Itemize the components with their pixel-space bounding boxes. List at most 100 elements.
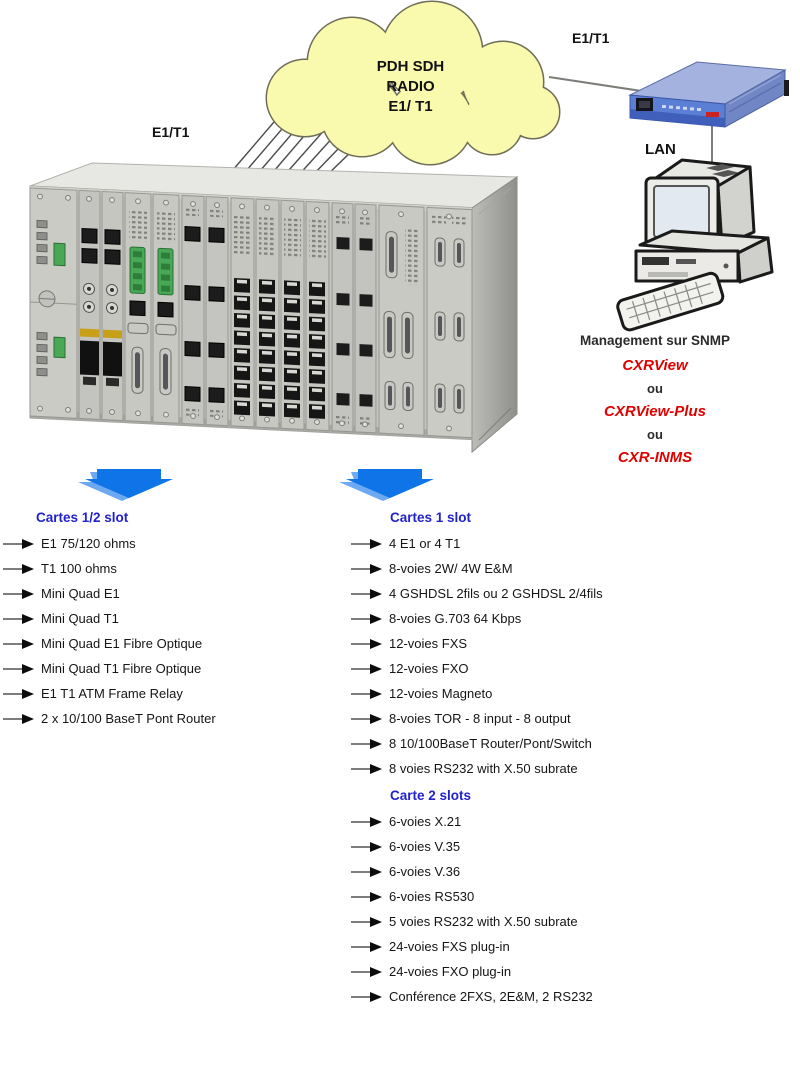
list-item-label: Conférence 2FXS, 2E&M, 2 RS232 xyxy=(389,988,593,1004)
list-item: 5 voies RS232 with X.50 subrate xyxy=(350,909,603,934)
bullet-arrow-icon xyxy=(3,663,34,674)
bullet-arrow-icon xyxy=(351,816,382,827)
e1t1-trunk-lines xyxy=(225,107,385,179)
list-item: 24-voies FXO plug-in xyxy=(350,959,603,984)
list-item-label: E1 T1 ATM Frame Relay xyxy=(41,685,183,701)
list-item-label: E1 75/120 ohms xyxy=(41,535,136,551)
list-item: 8-voies TOR - 8 input - 8 output xyxy=(350,706,603,731)
management-ou-2: ou xyxy=(647,427,663,442)
list-item-label: 4 E1 or 4 T1 xyxy=(389,535,461,551)
down-arrow-right xyxy=(339,469,434,501)
list-item-label: Mini Quad T1 Fibre Optique xyxy=(41,660,202,676)
list-item: Mini Quad T1 Fibre Optique xyxy=(2,656,216,681)
list-item-label: 24-voies FXO plug-in xyxy=(389,963,512,979)
list-item-label: 8-voies 2W/ 4W E&M xyxy=(389,560,513,576)
list-item-label: 6-voies V.36 xyxy=(389,863,461,879)
e1t1-label-modem: E1/T1 xyxy=(572,30,610,46)
bullet-arrow-icon xyxy=(351,763,382,774)
management-ou-1: ou xyxy=(647,381,663,396)
list-item: 12-voies FXS xyxy=(350,631,603,656)
list-item: 12-voies FXO xyxy=(350,656,603,681)
list-item: 8 voies RS232 with X.50 subrate xyxy=(350,756,603,781)
list-item-label: 12-voies FXS xyxy=(389,635,468,651)
e1t1-modem-line xyxy=(548,76,649,93)
bullet-arrow-icon xyxy=(3,713,34,724)
list-item-label: 4 GSHDSL 2fils ou 2 GSHDSL 2/4fils xyxy=(389,585,603,601)
modem-illustration xyxy=(628,61,789,128)
list-item-label: 2 x 10/100 BaseT Pont Router xyxy=(41,710,216,726)
list-item-label: Mini Quad E1 xyxy=(41,585,120,601)
list-item: 6-voies V.36 xyxy=(350,859,603,884)
list-item-label: 6-voies V.35 xyxy=(389,838,461,854)
bullet-arrow-icon xyxy=(351,713,382,724)
list-item-label: 8-voies G.703 64 Kbps xyxy=(389,610,522,626)
cloud-line-3: E1/ T1 xyxy=(388,98,433,115)
half-slot-items: E1 75/120 ohms T1 100 ohms Mini Quad E1 xyxy=(2,531,216,731)
list-item-label: 24-voies FXS plug-in xyxy=(389,938,510,954)
bullet-arrow-icon xyxy=(3,588,34,599)
bullet-arrow-icon xyxy=(351,538,382,549)
list-item-label: 12-voies Magneto xyxy=(389,685,493,701)
e1t1-label-cloud: E1/T1 xyxy=(152,124,190,140)
management-title: Management sur SNMP xyxy=(579,333,731,348)
cloud-line-2: RADIO xyxy=(386,78,435,95)
list-item-label: 8 voies RS232 with X.50 subrate xyxy=(389,760,578,776)
management-option-cxrview-plus: CXRView-Plus xyxy=(604,403,706,420)
one-slot-items: 4 E1 or 4 T1 8-voies 2W/ 4W E&M 4 GSHDSL… xyxy=(350,531,603,781)
computer-illustration xyxy=(616,158,774,332)
bullet-arrow-icon xyxy=(3,688,34,699)
list-item: Mini Quad T1 xyxy=(2,606,216,631)
bullet-arrow-icon xyxy=(351,738,382,749)
list-item: 2 x 10/100 BaseT Pont Router xyxy=(2,706,216,731)
bullet-arrow-icon xyxy=(351,991,382,1002)
bullet-arrow-icon xyxy=(351,688,382,699)
card-list-half-slot: Cartes 1/2 slot E1 75/120 ohms T1 100 oh… xyxy=(2,507,216,731)
list-item: 24-voies FXS plug-in xyxy=(350,934,603,959)
list-item: 12-voies Magneto xyxy=(350,681,603,706)
lan-label: LAN xyxy=(645,141,676,158)
management-option-cxrview: CXRView xyxy=(622,357,688,374)
list-item: 6-voies X.21 xyxy=(350,809,603,834)
list-header-half-slot: Cartes 1/2 slot xyxy=(36,510,129,525)
bullet-arrow-icon xyxy=(351,638,382,649)
bullet-arrow-icon xyxy=(351,916,382,927)
two-slot-items: 6-voies X.21 6-voies V.35 6-voies V.36 xyxy=(350,809,603,1009)
modem-cable-stub xyxy=(784,80,789,96)
bullet-arrow-icon xyxy=(3,613,34,624)
list-item-label: 5 voies RS232 with X.50 subrate xyxy=(389,913,578,929)
list-item: 8-voies 2W/ 4W E&M xyxy=(350,556,603,581)
bullet-arrow-icon xyxy=(351,966,382,977)
bullet-arrow-icon xyxy=(351,891,382,902)
list-item: Conférence 2FXS, 2E&M, 2 RS232 xyxy=(350,984,603,1009)
card-list-right-column: Cartes 1 slot 4 E1 or 4 T1 8-voies 2W/ 4… xyxy=(350,507,603,1009)
list-item: 6-voies V.35 xyxy=(350,834,603,859)
list-item: T1 100 ohms xyxy=(2,556,216,581)
cloud-shape xyxy=(265,0,561,166)
list-item: Mini Quad E1 xyxy=(2,581,216,606)
down-arrow-left xyxy=(78,469,173,501)
list-header-one-slot: Cartes 1 slot xyxy=(390,510,472,525)
modem-logo xyxy=(706,112,719,117)
management-block: Management sur SNMP CXRView ou CXRView-P… xyxy=(535,333,775,473)
list-header-two-slot: Carte 2 slots xyxy=(390,788,472,803)
list-item: 8-voies G.703 64 Kbps xyxy=(350,606,603,631)
list-item-label: Mini Quad E1 Fibre Optique xyxy=(41,635,203,651)
bullet-arrow-icon xyxy=(3,563,34,574)
bullet-arrow-icon xyxy=(3,638,34,649)
bullet-arrow-icon xyxy=(351,663,382,674)
list-item: 4 GSHDSL 2fils ou 2 GSHDSL 2/4fils xyxy=(350,581,603,606)
list-item: 8 10/100BaseT Router/Pont/Switch xyxy=(350,731,603,756)
bullet-arrow-icon xyxy=(351,941,382,952)
list-item-label: 8-voies TOR - 8 input - 8 output xyxy=(389,710,571,726)
list-item-label: 12-voies FXO xyxy=(389,660,469,676)
bullet-arrow-icon xyxy=(3,538,34,549)
bullet-arrow-icon xyxy=(351,588,382,599)
management-option-cxr-inms: CXR-INMS xyxy=(617,449,693,466)
list-item-label: 8 10/100BaseT Router/Pont/Switch xyxy=(389,735,592,751)
bullet-arrow-icon xyxy=(351,866,382,877)
cloud-line-1: PDH SDH xyxy=(376,58,445,75)
cloud-label: PDH SDH RADIO E1/ T1 xyxy=(318,57,503,117)
bullet-arrow-icon xyxy=(351,613,382,624)
